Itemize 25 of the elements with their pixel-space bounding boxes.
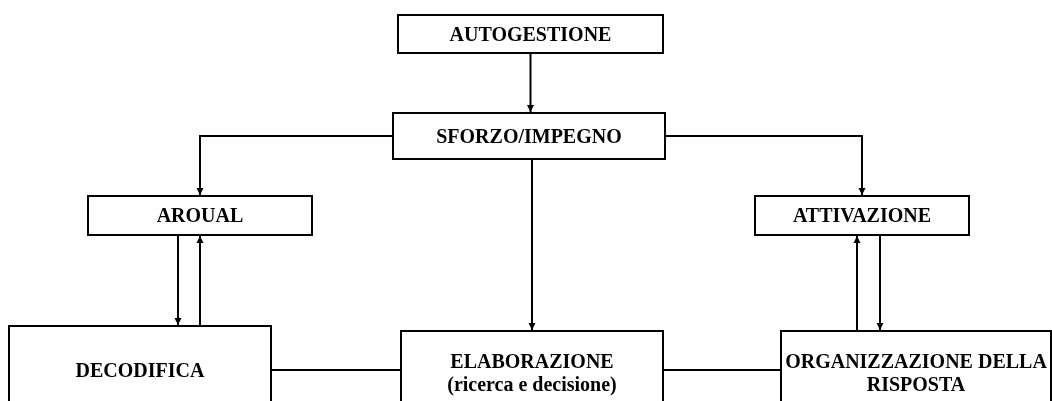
connector-line <box>663 369 781 371</box>
process-box <box>8 325 272 401</box>
arrow <box>196 135 393 196</box>
box-label: AROUAL <box>156 204 244 227</box>
arrow <box>876 235 884 331</box>
box-label: AUTOGESTIONE <box>449 22 612 46</box>
arrow <box>528 159 536 331</box>
process-box <box>87 195 313 236</box>
box-label: (ricerca e decisione) <box>447 372 617 396</box>
process-box <box>397 14 664 54</box>
box-label: ELABORAZIONE <box>450 349 614 373</box>
arrow <box>527 53 534 113</box>
process-box <box>780 330 1052 401</box>
connector-line <box>271 369 401 371</box>
box-label: ORGANIZZAZIONE DELLA RISPOSTA <box>784 349 1048 396</box>
box-label: ATTIVAZIONE <box>792 204 932 227</box>
box-label: SFORZO/IMPEGNO <box>436 124 622 148</box>
arrow <box>665 135 866 196</box>
process-box <box>392 112 666 160</box>
box-label: DECODIFICA <box>75 358 205 382</box>
arrow <box>853 235 861 331</box>
arrow <box>174 235 182 326</box>
process-box <box>754 195 970 236</box>
process-box <box>400 330 664 401</box>
arrow <box>196 235 204 326</box>
